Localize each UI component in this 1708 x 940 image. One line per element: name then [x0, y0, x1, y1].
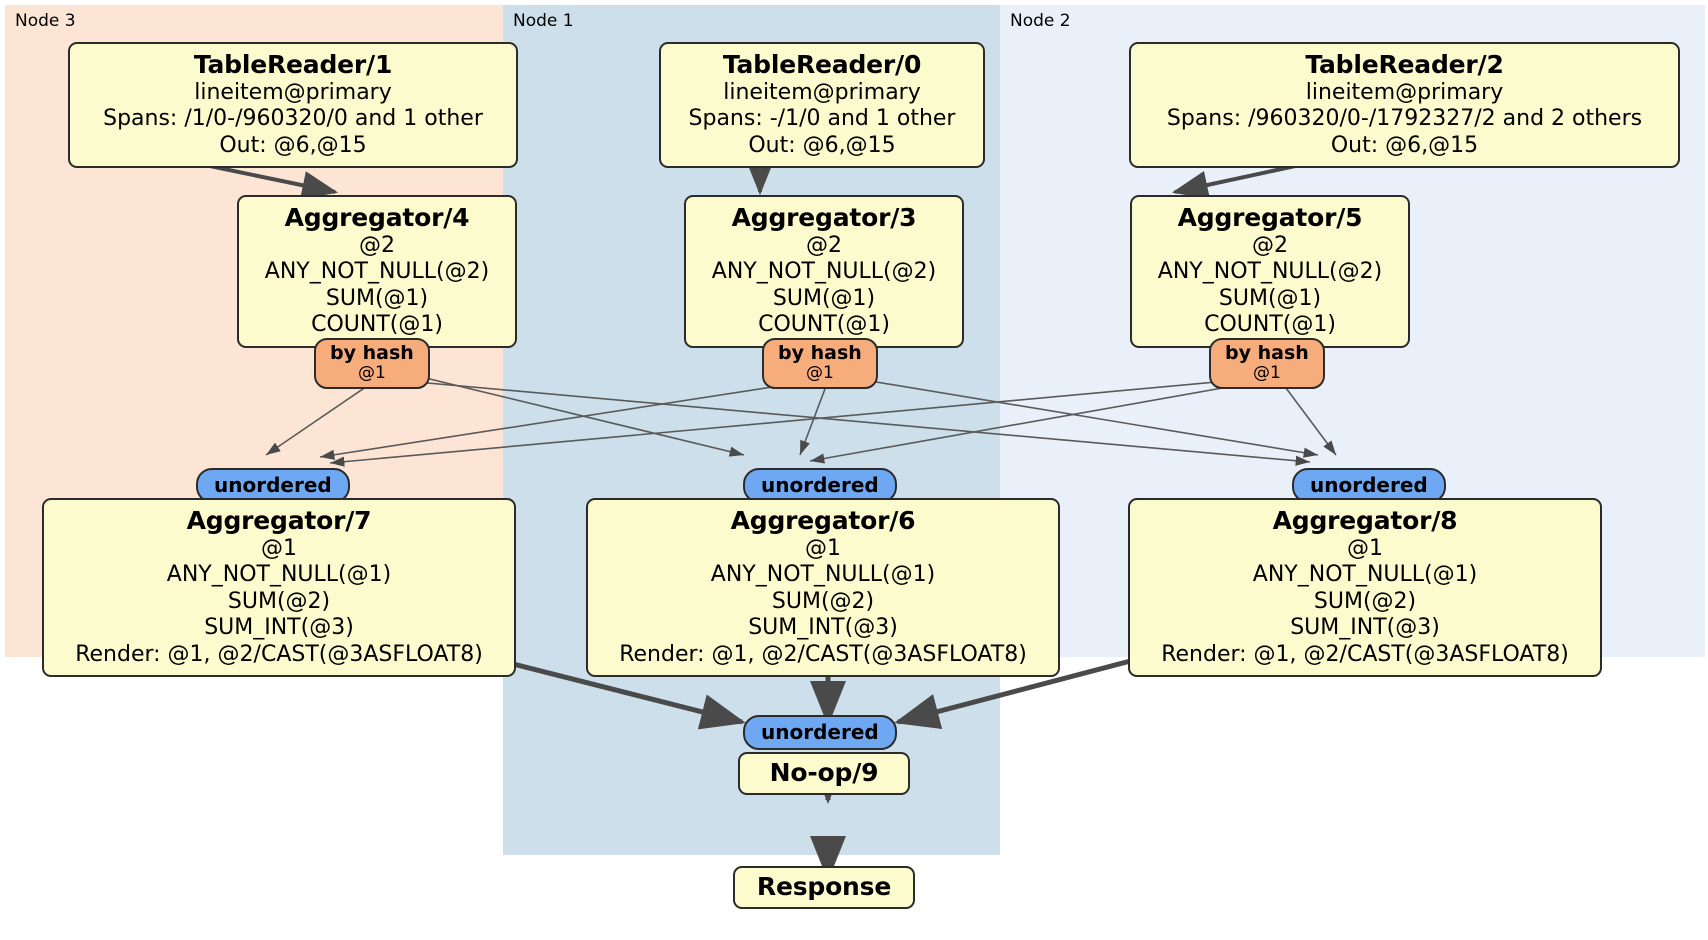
processor-title: Aggregator/7	[186, 506, 372, 535]
synchronizer-unordered-final[interactable]: unordered	[743, 715, 897, 751]
region-node-3-label: Node 3	[15, 11, 76, 31]
processor-line: ANY_NOT_NULL(@1)	[710, 562, 936, 588]
router-by-hash-left[interactable]: by hash @1	[314, 338, 430, 390]
router-label: by hash	[778, 342, 862, 364]
router-label: by hash	[330, 342, 414, 364]
processor-title: Aggregator/5	[1177, 203, 1363, 232]
region-node-2-label: Node 2	[1010, 11, 1071, 31]
processor-no-op-9[interactable]: No-op/9	[738, 752, 910, 795]
processor-line: ANY_NOT_NULL(@1)	[166, 562, 392, 588]
region-node-1-label: Node 1	[513, 11, 574, 31]
processor-line: @1	[261, 536, 297, 561]
router-by-hash-mid[interactable]: by hash @1	[762, 338, 878, 390]
processor-line: SUM_INT(@3)	[204, 615, 354, 641]
processor-line: @2	[806, 233, 842, 258]
processor-line: SUM_INT(@3)	[748, 615, 898, 641]
processor-line: SUM(@2)	[227, 588, 331, 614]
processor-line: Out: @6,@15	[1330, 132, 1479, 158]
synchronizer-label: unordered	[214, 473, 332, 497]
router-label: by hash	[1225, 342, 1309, 364]
processor-title: Aggregator/4	[284, 203, 470, 232]
processor-line: SUM(@1)	[325, 285, 429, 311]
processor-aggregator-5[interactable]: Aggregator/5 @2 ANY_NOT_NULL(@2) SUM(@1)…	[1130, 195, 1410, 348]
processor-line: Out: @6,@15	[219, 132, 367, 158]
processor-title: TableReader/1	[193, 50, 393, 79]
processor-table-reader-0[interactable]: TableReader/0 lineitem@primary Spans: -/…	[659, 42, 985, 169]
processor-aggregator-4[interactable]: Aggregator/4 @2 ANY_NOT_NULL(@2) SUM(@1)…	[237, 195, 517, 348]
processor-line: Spans: /960320/0-/1792327/2 and 2 others	[1166, 106, 1643, 132]
processor-response[interactable]: Response	[733, 866, 915, 909]
synchronizer-label: unordered	[1310, 473, 1428, 497]
processor-line: ANY_NOT_NULL(@2)	[264, 259, 490, 285]
synchronizer-label: unordered	[761, 720, 879, 744]
processor-title: Aggregator/6	[730, 506, 916, 535]
processor-aggregator-3[interactable]: Aggregator/3 @2 ANY_NOT_NULL(@2) SUM(@1)…	[684, 195, 964, 348]
processor-line: COUNT(@1)	[1204, 312, 1336, 338]
processor-line: SUM(@2)	[1313, 588, 1417, 614]
processor-line: SUM(@1)	[772, 285, 876, 311]
synchronizer-label: unordered	[761, 473, 879, 497]
processor-title: No-op/9	[769, 758, 879, 787]
processor-title: Aggregator/8	[1272, 506, 1458, 535]
processor-line: Spans: /1/0-/960320/0 and 1 other	[103, 106, 483, 132]
processor-line: @1	[1347, 536, 1383, 561]
router-sublabel: @1	[805, 363, 834, 384]
processor-line: ANY_NOT_NULL(@1)	[1252, 562, 1478, 588]
processor-line: Render: @1, @2/CAST(@3ASFLOAT8)	[619, 641, 1027, 667]
processor-title: TableReader/2	[1305, 50, 1504, 79]
processor-line: SUM(@2)	[771, 588, 875, 614]
processor-aggregator-7[interactable]: Aggregator/7 @1 ANY_NOT_NULL(@1) SUM(@2)…	[42, 498, 516, 677]
processor-line: Spans: -/1/0 and 1 other	[688, 106, 956, 132]
processor-title: Response	[756, 872, 892, 901]
processor-line: COUNT(@1)	[758, 312, 890, 338]
processor-line: Render: @1, @2/CAST(@3ASFLOAT8)	[75, 641, 483, 667]
processor-line: Out: @6,@15	[748, 132, 896, 158]
processor-line: lineitem@primary	[1305, 80, 1504, 105]
processor-aggregator-8[interactable]: Aggregator/8 @1 ANY_NOT_NULL(@1) SUM(@2)…	[1128, 498, 1602, 677]
processor-line: ANY_NOT_NULL(@2)	[1157, 259, 1383, 285]
processor-aggregator-6[interactable]: Aggregator/6 @1 ANY_NOT_NULL(@1) SUM(@2)…	[586, 498, 1060, 677]
processor-line: Render: @1, @2/CAST(@3ASFLOAT8)	[1161, 641, 1569, 667]
processor-title: Aggregator/3	[731, 203, 917, 232]
processor-title: TableReader/0	[722, 50, 922, 79]
processor-line: SUM_INT(@3)	[1290, 615, 1440, 641]
processor-line: ANY_NOT_NULL(@2)	[711, 259, 937, 285]
processor-line: lineitem@primary	[723, 80, 921, 105]
processor-table-reader-2[interactable]: TableReader/2 lineitem@primary Spans: /9…	[1129, 42, 1680, 169]
router-sublabel: @1	[1252, 363, 1281, 384]
processor-line: @2	[1252, 233, 1288, 258]
processor-line: lineitem@primary	[194, 80, 392, 105]
processor-line: @2	[359, 233, 395, 258]
processor-line: COUNT(@1)	[311, 312, 443, 338]
processor-line: @1	[805, 536, 841, 561]
processor-table-reader-1[interactable]: TableReader/1 lineitem@primary Spans: /1…	[68, 42, 518, 169]
router-sublabel: @1	[357, 363, 386, 384]
processor-line: SUM(@1)	[1218, 285, 1322, 311]
router-by-hash-right[interactable]: by hash @1	[1209, 338, 1325, 390]
